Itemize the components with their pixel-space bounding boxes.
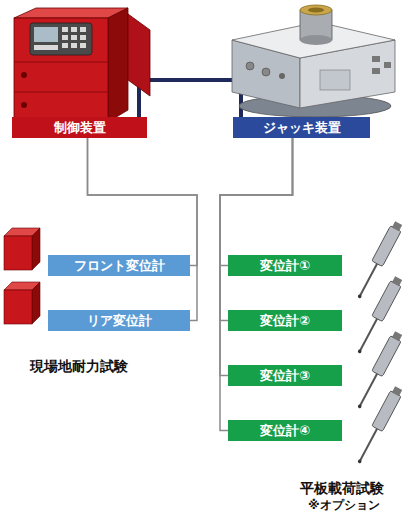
cable-line bbox=[220, 138, 293, 266]
test-caption: 現場地耐力試験 bbox=[30, 358, 128, 375]
label-text: 変位計② bbox=[260, 314, 310, 327]
cable-line bbox=[220, 138, 293, 431]
cable-line bbox=[88, 138, 198, 266]
sensor-cube-icon bbox=[4, 282, 40, 324]
label-text: 変位計① bbox=[260, 259, 310, 272]
cable-line bbox=[139, 80, 241, 117]
label-text: リア変位計 bbox=[87, 314, 152, 327]
label-text: 変位計③ bbox=[260, 369, 310, 382]
label-text: ジャッキ装置 bbox=[263, 121, 341, 134]
jack-device-illustration bbox=[232, 5, 395, 117]
test-caption: 平板載荷試験 bbox=[300, 480, 384, 497]
device-label: 制御装置 bbox=[12, 117, 147, 138]
label-text: 制御装置 bbox=[54, 121, 106, 134]
gauge-label: 変位計④ bbox=[228, 420, 342, 441]
cable-line bbox=[88, 138, 198, 321]
gauge-label: 変位計③ bbox=[228, 365, 342, 386]
dial-gauge-icon bbox=[354, 385, 404, 466]
sensor-cube-icon bbox=[4, 228, 40, 270]
gauge-label: 変位計② bbox=[228, 310, 342, 331]
sensor-label: フロント変位計 bbox=[48, 255, 190, 276]
control-device-illustration bbox=[14, 8, 150, 122]
label-text: 変位計④ bbox=[260, 424, 310, 437]
test-caption: ※オプション bbox=[308, 498, 380, 512]
gauge-label: 変位計① bbox=[228, 255, 342, 276]
label-text: フロント変位計 bbox=[74, 259, 165, 272]
cable-line bbox=[220, 138, 293, 321]
device-label: ジャッキ装置 bbox=[233, 117, 370, 138]
sensor-label: リア変位計 bbox=[48, 310, 190, 331]
